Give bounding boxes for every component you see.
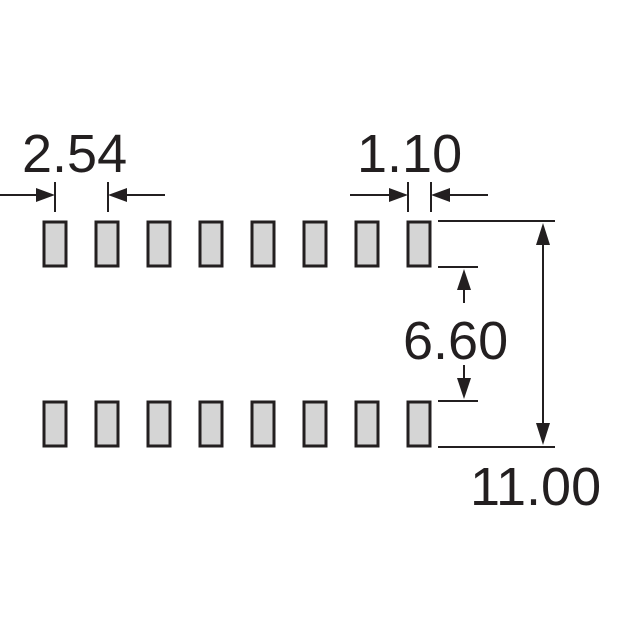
overall-span-dimension: 11.00 — [438, 220, 601, 517]
rowgap-arrow-top — [457, 269, 471, 290]
pad-top-1 — [42, 220, 68, 268]
pitch-dimension: 2.54 — [0, 124, 165, 212]
pad-bottom-7 — [354, 400, 380, 448]
padwidth-arrow-left — [389, 188, 408, 202]
pad-top-4 — [198, 220, 224, 268]
row-gap-label: 6.60 — [403, 311, 508, 371]
row-gap-dimension: 6.60 — [403, 266, 508, 402]
pad-bottom-4 — [198, 400, 224, 448]
pad-top-6 — [302, 220, 328, 268]
span-arrow-bottom — [536, 423, 550, 445]
span-arrow-top — [536, 223, 550, 245]
pad-top-7 — [354, 220, 380, 268]
pad-bottom-8 — [406, 400, 432, 448]
overall-span-label: 11.00 — [470, 457, 601, 517]
pad-top-8 — [406, 220, 432, 268]
pad-bottom-1 — [42, 400, 68, 448]
pitch-arrow-left — [36, 188, 55, 202]
pad-top-2 — [94, 220, 120, 268]
padwidth-arrow-right — [431, 188, 450, 202]
pad-width-dimension: 1.10 — [350, 124, 488, 212]
pad-bottom-2 — [94, 400, 120, 448]
pitch-arrow-right — [108, 188, 127, 202]
pad-bottom-6 — [302, 400, 328, 448]
pad-top-3 — [146, 220, 172, 268]
pad-row-bottom — [42, 400, 432, 448]
pad-top-5 — [250, 220, 276, 268]
pitch-label: 2.54 — [22, 124, 127, 184]
pad-bottom-5 — [250, 400, 276, 448]
pad-row-top — [42, 220, 432, 268]
pad-bottom-3 — [146, 400, 172, 448]
rowgap-arrow-bottom — [457, 378, 471, 399]
pad-width-label: 1.10 — [357, 124, 462, 184]
